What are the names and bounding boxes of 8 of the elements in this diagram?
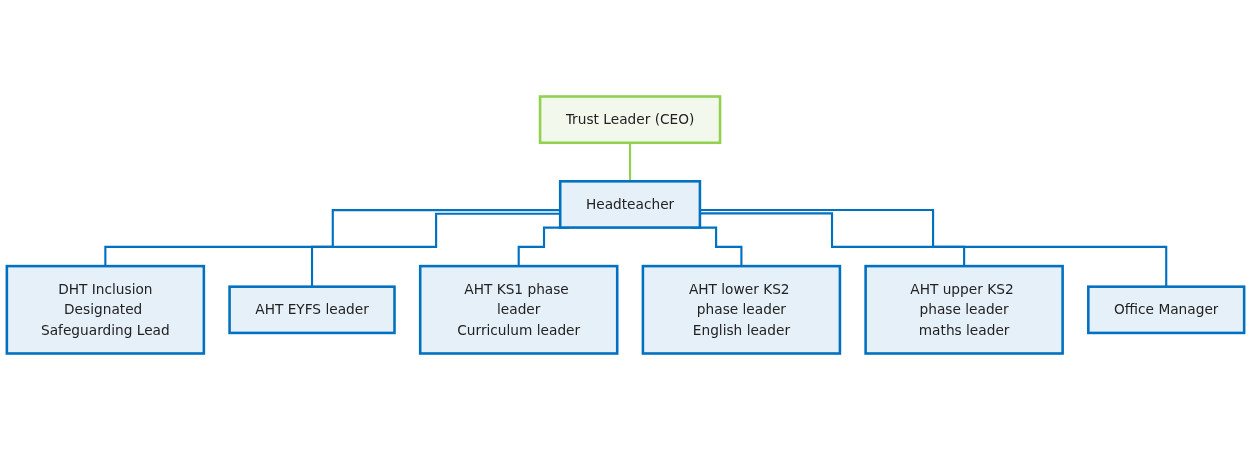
node-box: AHT upper KS2 phase leader maths leader xyxy=(864,264,1064,355)
node-box: Headteacher xyxy=(558,180,702,229)
node-box: AHT KS1 phase leader Curriculum leader xyxy=(418,264,619,355)
node-box: DHT Inclusion Designated Safeguarding Lead xyxy=(5,264,206,355)
node-box: Office Manager xyxy=(1087,285,1246,335)
node-box: AHT EYFS leader xyxy=(228,285,396,335)
node-box: AHT lower KS2 phase leader English leader xyxy=(641,264,842,355)
node-box: Trust Leader (CEO) xyxy=(538,95,722,145)
